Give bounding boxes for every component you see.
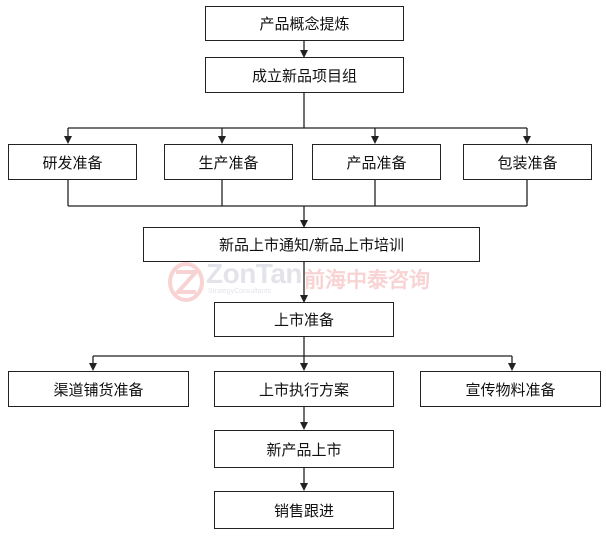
node-launch: 新产品上市 (214, 430, 394, 468)
watermark-cn: 前海中泰咨询 (304, 268, 430, 292)
node-packaging: 包装准备 (463, 144, 592, 180)
watermark-tagline: StrategyConsultants (208, 288, 272, 295)
watermark: ZonTan StrategyConsultants 前海中泰咨询 (162, 258, 452, 306)
watermark-brand: ZonTan (206, 258, 303, 289)
node-notice: 新品上市通知/新品上市培训 (143, 227, 480, 262)
node-channel: 渠道铺货准备 (8, 371, 189, 407)
node-promo: 宣传物料准备 (420, 371, 601, 407)
logo-icon (168, 262, 204, 302)
node-followup: 销售跟进 (214, 491, 394, 529)
node-rd: 研发准备 (8, 144, 137, 180)
node-launch-prep: 上市准备 (214, 302, 394, 337)
node-product: 产品准备 (312, 144, 441, 180)
node-concept: 产品概念提炼 (205, 6, 404, 41)
node-team: 成立新品项目组 (205, 57, 404, 93)
node-production: 生产准备 (164, 144, 293, 180)
node-execution: 上市执行方案 (214, 371, 394, 407)
